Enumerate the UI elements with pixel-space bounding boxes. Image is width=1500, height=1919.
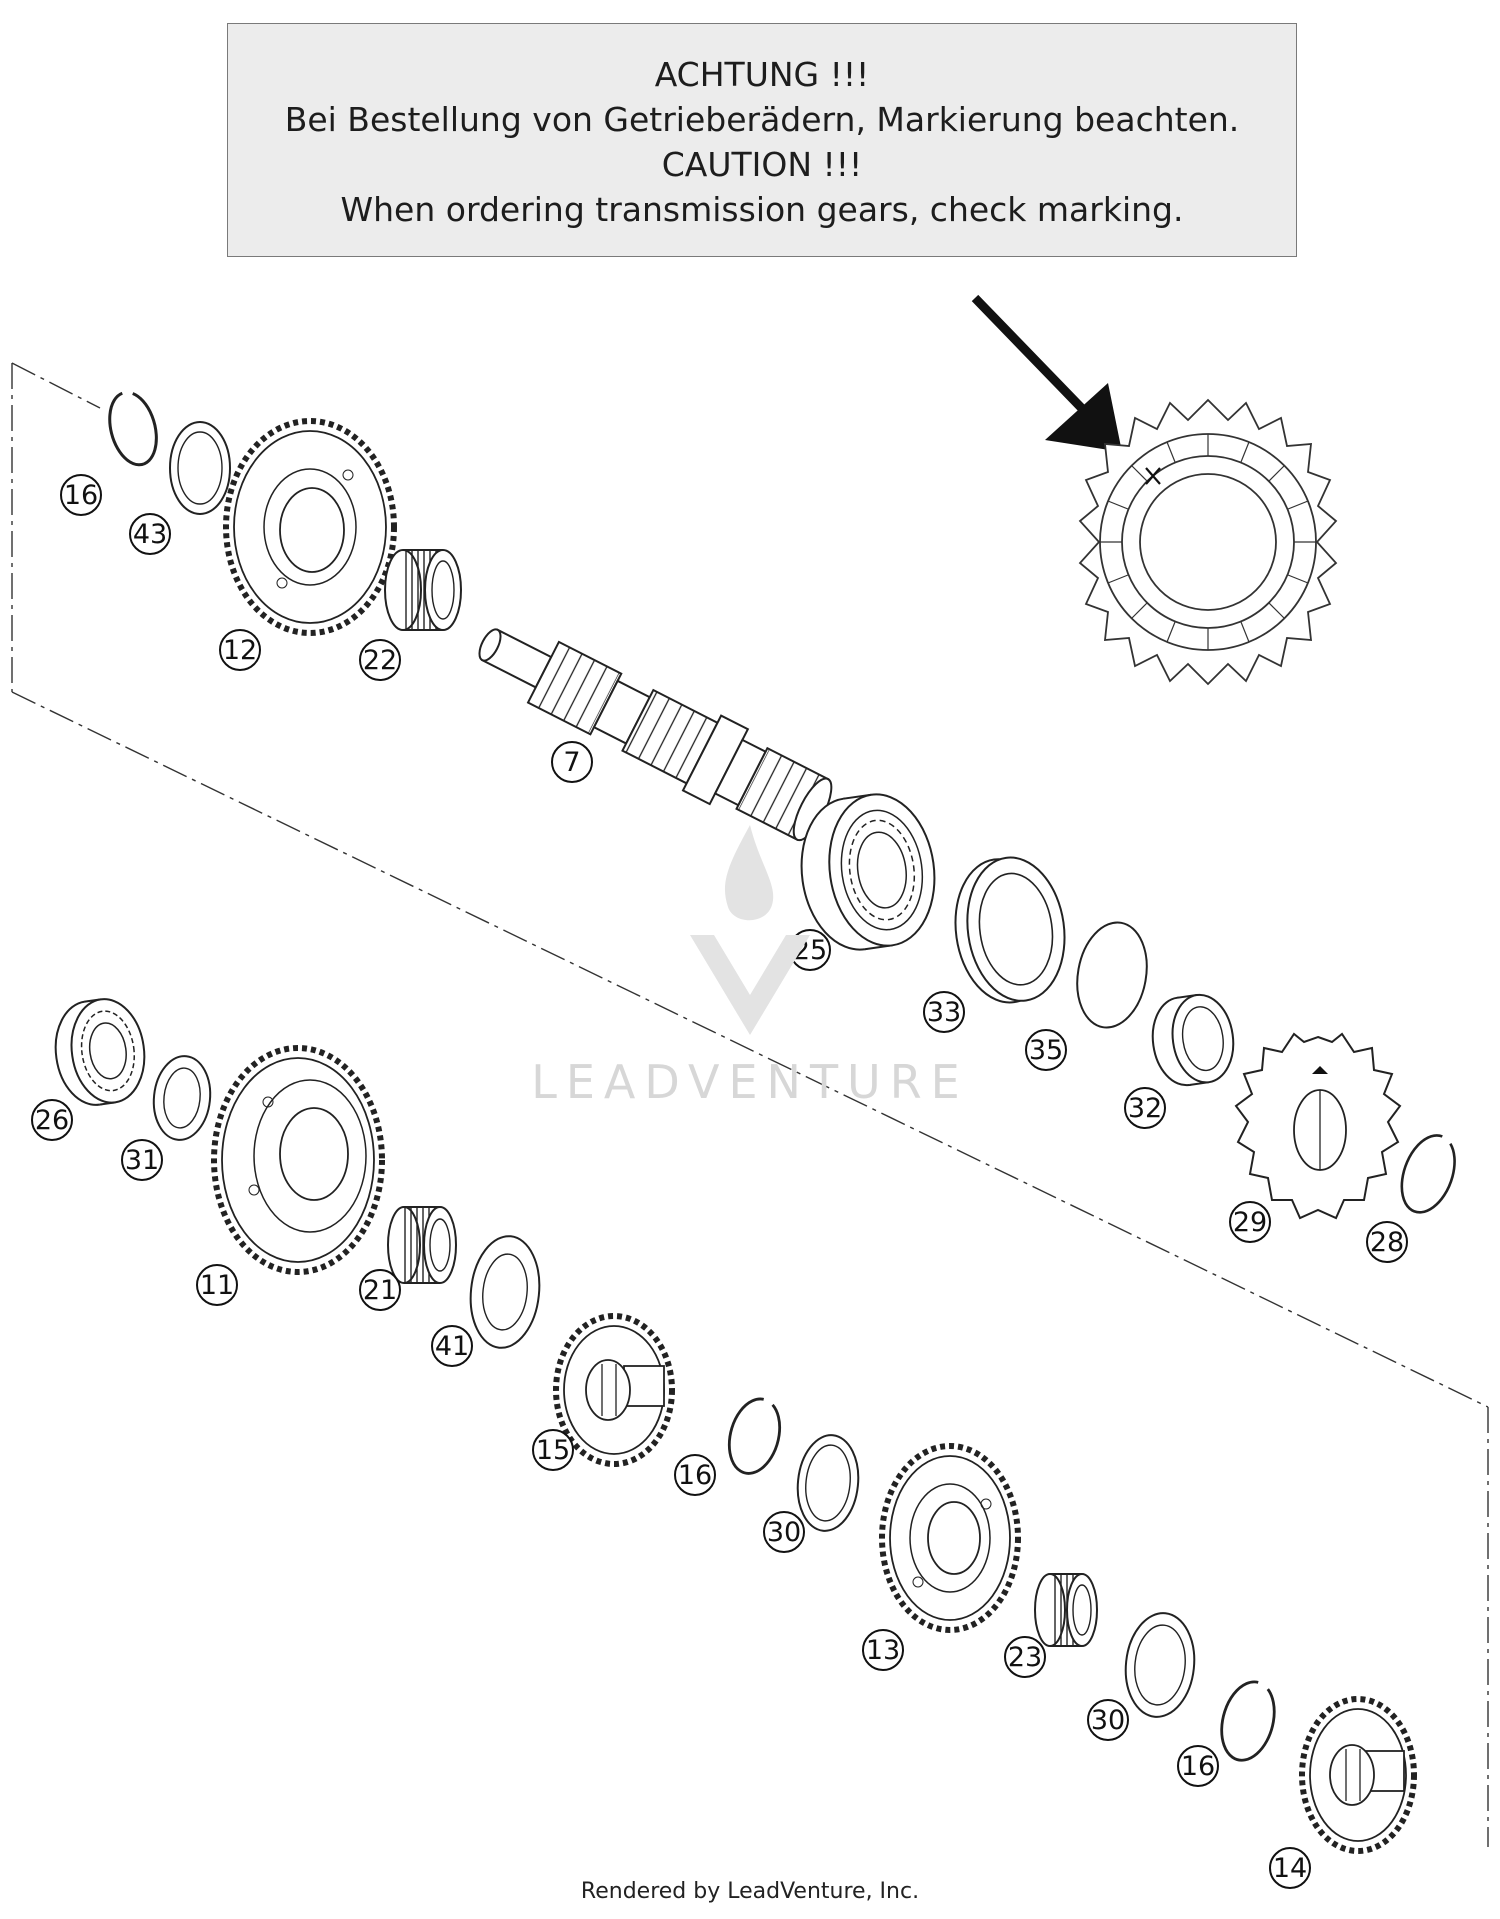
- callout-13: 13: [862, 1629, 904, 1671]
- callout-43: 43: [129, 513, 171, 555]
- caution-arrow: [971, 294, 1122, 452]
- seal-ring-33: [954, 856, 1066, 1004]
- callout-21: 21: [359, 1269, 401, 1311]
- callout-label: 28: [1370, 1227, 1404, 1258]
- callout-label: 21: [363, 1275, 397, 1306]
- callout-label: 26: [35, 1105, 69, 1136]
- callout-label: 11: [200, 1270, 234, 1301]
- notice-heading-en: CAUTION !!!: [661, 145, 863, 184]
- circlip-16-lower: [1220, 1680, 1276, 1762]
- callout-33: 33: [923, 991, 965, 1033]
- callout-label: 16: [64, 480, 98, 511]
- callout-32: 32: [1124, 1087, 1166, 1129]
- callout-26: 26: [31, 1099, 73, 1141]
- notice-text-en: When ordering transmission gears, check …: [340, 190, 1184, 229]
- gear-12: [223, 418, 397, 636]
- callout-label: 32: [1128, 1093, 1162, 1124]
- spacer-32: [1151, 993, 1235, 1087]
- callout-label: 16: [1181, 1751, 1215, 1782]
- callout-41: 41: [431, 1325, 473, 1367]
- callout-11: 11: [196, 1264, 238, 1306]
- shim-31: [152, 1055, 212, 1141]
- callout-label: 22: [363, 645, 397, 676]
- needle-bearing-22: [384, 549, 462, 631]
- main-shaft-7: [478, 628, 833, 842]
- marked-gear-detail: [1078, 398, 1338, 686]
- callout-35: 35: [1025, 1029, 1067, 1071]
- shim-41: [469, 1235, 541, 1349]
- circlip-28: [1400, 1134, 1456, 1214]
- callout-30-lower: 30: [1087, 1699, 1129, 1741]
- circlip-16-middle: [727, 1397, 782, 1475]
- ball-bearing-26: [54, 998, 146, 1106]
- needle-bearing-21: [387, 1206, 457, 1284]
- callout-12: 12: [219, 629, 261, 671]
- callout-label: 12: [223, 635, 257, 666]
- callout-label: 30: [767, 1517, 801, 1548]
- callout-14: 14: [1269, 1847, 1311, 1889]
- o-ring-35: [1076, 921, 1148, 1029]
- needle-bearing-23: [1034, 1573, 1098, 1647]
- callout-29: 29: [1229, 1201, 1271, 1243]
- callout-label: 7: [563, 747, 580, 778]
- callout-16-middle: 16: [674, 1454, 716, 1496]
- callout-label: 23: [1008, 1642, 1042, 1673]
- caution-notice-box: ACHTUNG !!! Bei Bestellung von Getrieber…: [227, 23, 1297, 257]
- leadventure-flame-logo: [690, 825, 810, 1035]
- callout-31: 31: [121, 1139, 163, 1181]
- callout-label: 43: [133, 519, 167, 550]
- callout-23: 23: [1004, 1636, 1046, 1678]
- ball-bearing-25: [800, 793, 936, 951]
- watermark-text: LEADVENTURE: [531, 1055, 969, 1109]
- callout-7: 7: [551, 741, 593, 783]
- gear-11: [211, 1045, 385, 1275]
- callout-22: 22: [359, 639, 401, 681]
- callout-30-middle: 30: [763, 1511, 805, 1553]
- circlip-16-top: [108, 391, 158, 467]
- callout-16-lower: 16: [1177, 1745, 1219, 1787]
- callout-label: 30: [1091, 1705, 1125, 1736]
- callout-label: 13: [866, 1635, 900, 1666]
- gear-14: [1299, 1696, 1417, 1854]
- callout-28: 28: [1366, 1221, 1408, 1263]
- notice-heading-de: ACHTUNG !!!: [654, 55, 870, 94]
- callout-label: 31: [125, 1145, 159, 1176]
- gear-15: [553, 1313, 675, 1467]
- shim-30-middle: [796, 1434, 860, 1532]
- sprocket-29: [1234, 1032, 1402, 1220]
- callout-label: 29: [1233, 1207, 1267, 1238]
- callout-label: 15: [536, 1435, 570, 1466]
- shim-30-lower: [1124, 1612, 1196, 1718]
- assembly-boundary: [11, 362, 1489, 1847]
- shim-43: [169, 421, 231, 515]
- callout-15: 15: [532, 1429, 574, 1471]
- notice-text-de: Bei Bestellung von Getrieberädern, Marki…: [284, 100, 1240, 139]
- callout-label: 33: [927, 997, 961, 1028]
- callout-label: 14: [1273, 1853, 1307, 1884]
- rendered-by-footer: Rendered by LeadVenture, Inc.: [580, 1879, 920, 1904]
- callout-label: 35: [1029, 1035, 1063, 1066]
- gear-13: [879, 1443, 1021, 1633]
- callout-label: 41: [435, 1331, 469, 1362]
- callout-16: 16: [60, 474, 102, 516]
- callout-label: 16: [678, 1460, 712, 1491]
